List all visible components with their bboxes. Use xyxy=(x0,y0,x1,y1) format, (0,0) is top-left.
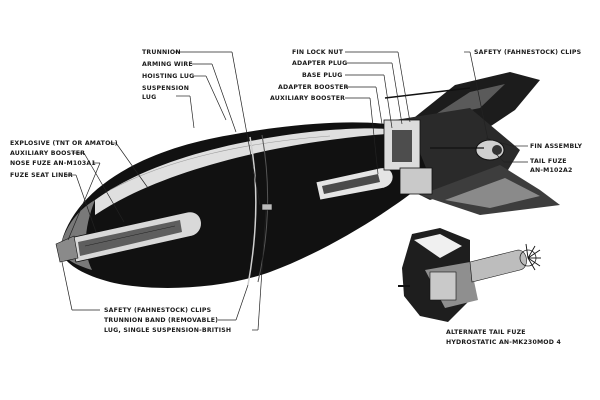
label-fin-lock-nut: FIN LOCK NUT xyxy=(292,49,344,56)
label-alternate-tail-fuze-line2: HYDROSTATIC AN-MK230MOD 4 xyxy=(446,339,561,346)
alternate-tail-fuze-drawing xyxy=(398,228,541,322)
label-suspension-lug-line2: LUG xyxy=(142,94,156,101)
label-tail-fuze-line1: TAIL FUZE xyxy=(530,158,567,165)
label-base-plug: BASE PLUG xyxy=(302,72,343,79)
label-safety-clips-bottom: SAFETY (FAHNESTOCK) CLIPS xyxy=(104,307,211,314)
bomb-body-drawing xyxy=(60,122,430,288)
label-fuze-seat-liner: FUZE SEAT LINER xyxy=(10,172,73,179)
label-nose-fuze: NOSE FUZE AN-M103A1 xyxy=(10,160,96,167)
label-auxiliary-booster-left: AUXILIARY BOOSTER xyxy=(10,150,85,157)
label-safety-clips-top: SAFETY (FAHNESTOCK) CLIPS xyxy=(474,49,581,56)
diagram-labels: TRUNNION ARMING WIRE HOISTING LUG SUSPEN… xyxy=(10,49,583,346)
label-alternate-tail-fuze-line1: ALTERNATE TAIL FUZE xyxy=(446,329,526,336)
tail-fuze-cutaway xyxy=(315,119,484,201)
leader-lines xyxy=(61,51,528,331)
label-suspension-lug-line1: SUSPENSION xyxy=(142,85,189,92)
nose-fuze-cutaway xyxy=(55,211,202,263)
label-adapter-booster: ADAPTER BOOSTER xyxy=(278,84,349,91)
label-hoisting-lug: HOISTING LUG xyxy=(142,73,194,80)
label-trunnion: TRUNNION xyxy=(142,49,181,56)
label-adapter-plug: ADAPTER PLUG xyxy=(292,60,347,67)
label-auxiliary-booster-right: AUXILIARY BOOSTER xyxy=(270,95,345,102)
label-tail-fuze-line2: AN-M102A2 xyxy=(530,167,573,174)
label-fin-assembly: FIN ASSEMBLY xyxy=(530,143,583,150)
label-lug-single-suspension: LUG, SINGLE SUSPENSION-BRITISH xyxy=(104,327,231,334)
label-arming-wire: ARMING WIRE xyxy=(142,61,193,68)
label-trunnion-band: TRUNNION BAND (REMOVABLE) xyxy=(104,317,218,324)
label-explosive: EXPLOSIVE (TNT OR AMATOL) xyxy=(10,140,118,147)
